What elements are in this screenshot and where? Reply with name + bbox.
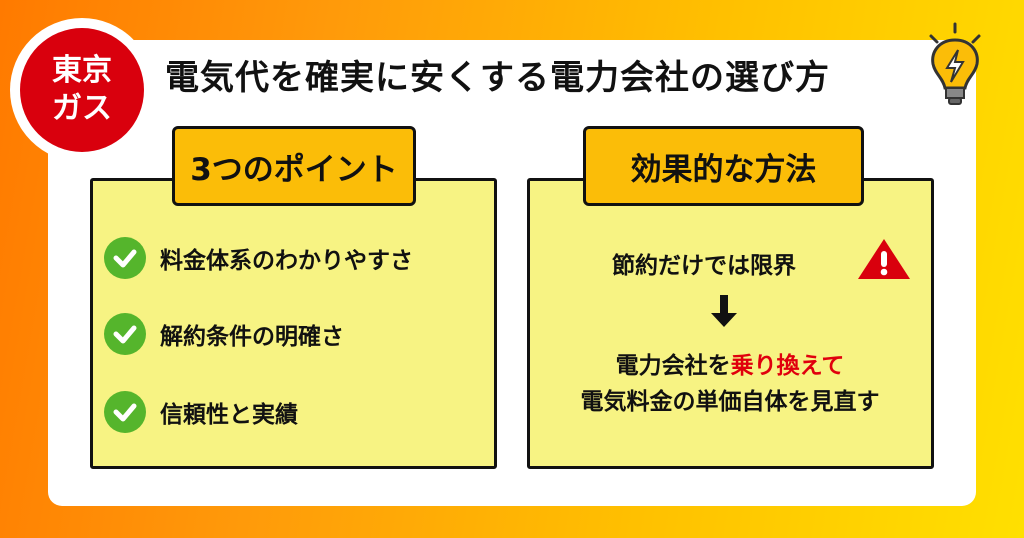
check-icon bbox=[104, 313, 146, 355]
item-label: 解約条件の明確さ bbox=[160, 324, 344, 350]
item-label: 信頼性と実績 bbox=[160, 402, 298, 428]
switch-highlight: 乗り換えて bbox=[730, 353, 845, 379]
list-item: 解約条件の明確さ bbox=[104, 313, 344, 355]
warning-icon bbox=[858, 239, 910, 279]
method-heading: 効果的な方法 bbox=[583, 126, 864, 206]
lightbulb-icon bbox=[929, 22, 981, 105]
list-item: 信頼性と実績 bbox=[104, 391, 298, 433]
tokyo-gas-logo: 東京 ガス bbox=[10, 18, 154, 162]
logo-line1: 東京 bbox=[52, 53, 112, 88]
points-heading: 3つのポイント bbox=[172, 126, 416, 206]
points-box bbox=[90, 178, 497, 469]
list-item: 料金体系のわかりやすさ bbox=[104, 237, 413, 279]
check-icon bbox=[104, 391, 146, 433]
logo-line2: ガス bbox=[52, 91, 112, 126]
check-icon bbox=[104, 237, 146, 279]
switch-line: 電力会社を乗り換えて bbox=[527, 346, 933, 380]
limit-text: 節約だけでは限界 bbox=[612, 253, 796, 279]
item-label: 料金体系のわかりやすさ bbox=[160, 248, 413, 274]
arrow-down-icon bbox=[711, 295, 737, 327]
review-line: 電気料金の単価自体を見直す bbox=[580, 389, 880, 415]
switch-text: 電力会社を bbox=[615, 353, 731, 379]
page-title: 電気代を確実に安くする電力会社の選び方 bbox=[165, 58, 830, 98]
method-box bbox=[527, 178, 934, 469]
